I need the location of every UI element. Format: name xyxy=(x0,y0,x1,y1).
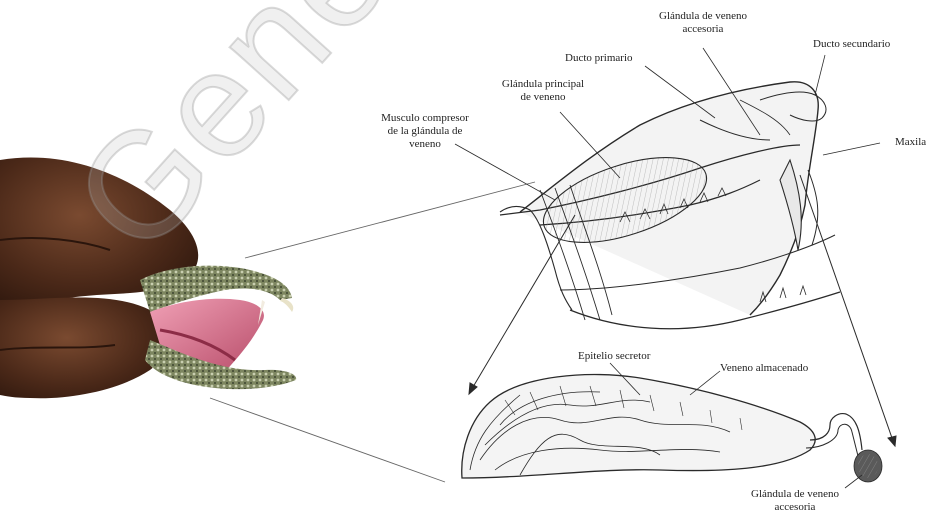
label-secondary-duct: Ducto secundario xyxy=(813,38,890,51)
venom-gland xyxy=(462,375,882,482)
label-main-gland: Glándula principal de veneno xyxy=(478,78,608,104)
label-accessory-gland-bottom: Glándula de veneno accesoria xyxy=(725,488,865,514)
snake-photo xyxy=(0,157,296,398)
connector-top xyxy=(245,182,535,258)
label-primary-duct: Ducto primario xyxy=(565,52,633,65)
label-compressor-muscle: Musculo compresor de la glándula de vene… xyxy=(355,112,495,151)
label-maxilla: Maxila xyxy=(895,136,926,149)
label-accessory-gland-top: Glándula de veneno accesoria xyxy=(618,10,788,36)
skull-diagram xyxy=(500,82,840,329)
connector-bottom xyxy=(210,398,445,482)
label-secretory-epithelium: Epitelio secretor xyxy=(578,350,650,363)
label-stored-venom: Veneno almacenado xyxy=(720,362,808,375)
